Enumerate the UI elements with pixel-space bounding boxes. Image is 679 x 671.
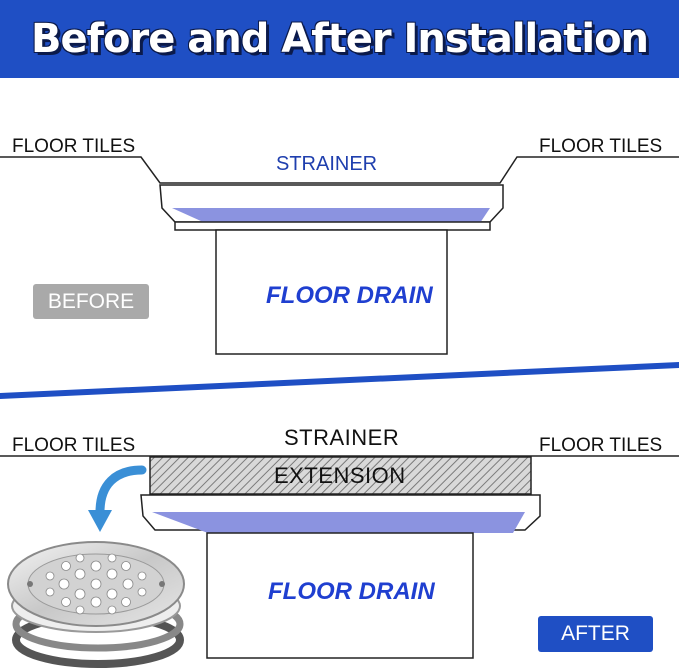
after-drain-body [206, 532, 474, 659]
extension-label: EXTENSION [274, 463, 406, 488]
after-floor-tiles-left-label: FLOOR TILES [12, 435, 136, 456]
after-floor-tiles-right-label: FLOOR TILES [539, 435, 663, 456]
before-floor-tiles-left-label: FLOOR TILES [12, 136, 136, 157]
after-strainer-shape [140, 494, 541, 533]
curved-arrow-icon [88, 465, 147, 532]
header-banner: Before and After Installation [0, 0, 679, 78]
before-floor-line [0, 156, 679, 184]
before-badge-label: BEFORE [47, 289, 135, 313]
after-badge-label: AFTER [561, 622, 630, 645]
before-strainer-label: STRAINER [276, 153, 378, 175]
before-strainer-shape [159, 184, 504, 231]
extension-block [149, 456, 532, 495]
strainer-product-icon [7, 541, 185, 668]
page-title: Before and After Installation [30, 16, 649, 62]
after-badge: AFTER [538, 616, 653, 652]
after-floor-drain-label: FLOOR DRAIN [268, 578, 435, 605]
before-floor-drain-label: FLOOR DRAIN [266, 282, 433, 309]
before-floor-tiles-right-label: FLOOR TILES [539, 136, 663, 157]
before-badge: BEFORE [33, 284, 149, 319]
section-divider [0, 362, 679, 399]
before-drain-body [215, 229, 448, 355]
after-strainer-label: STRAINER [284, 425, 400, 450]
